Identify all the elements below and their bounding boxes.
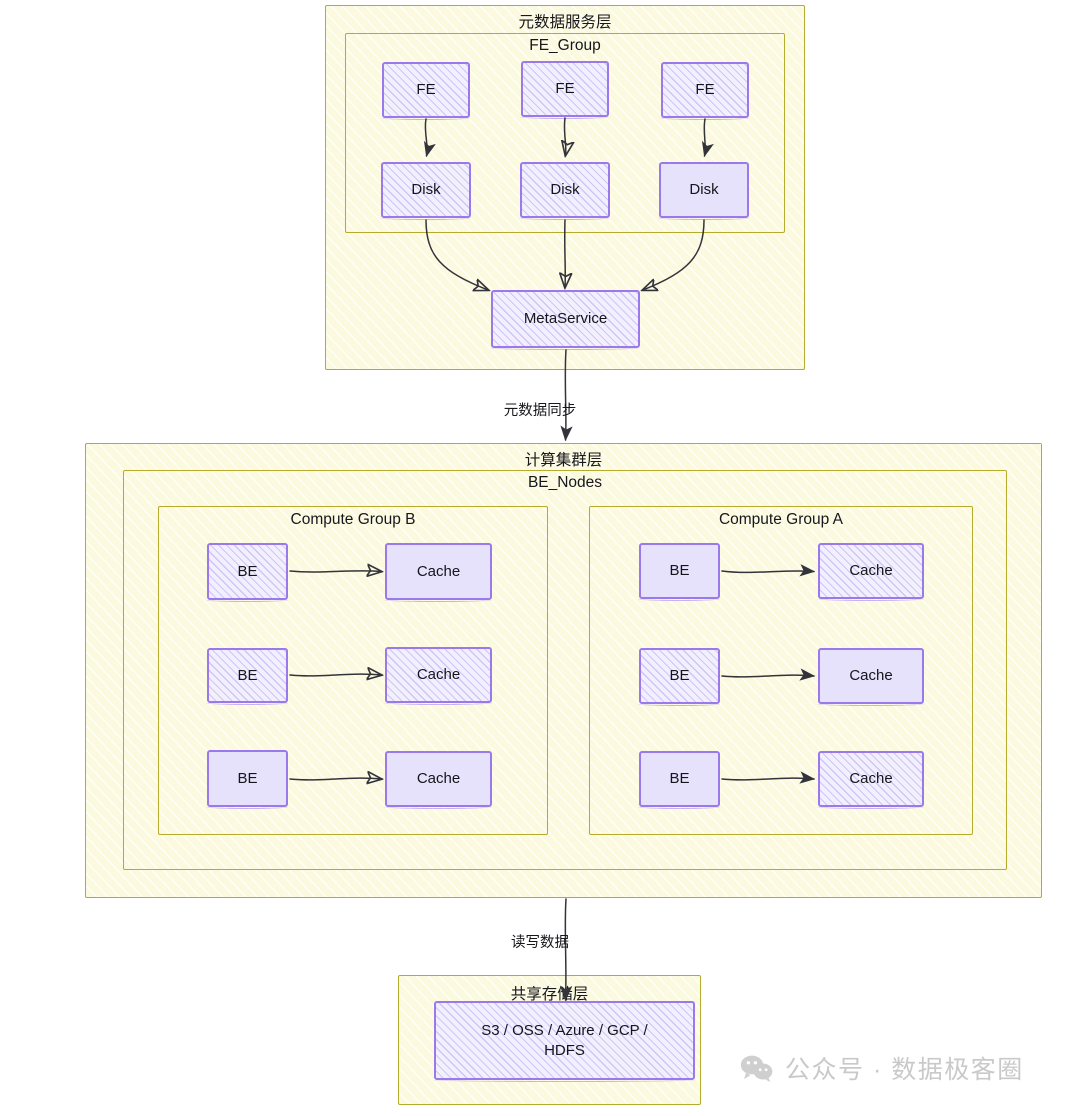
node-a-be-3-label: BE xyxy=(669,770,690,788)
node-fe-1-label: FE xyxy=(416,81,436,99)
node-b-cache-1-label: Cache xyxy=(416,562,461,580)
watermark-text: 公众号 · 数据极客圈 xyxy=(785,1056,1024,1084)
edge-label-read-write-data: 读写数据 xyxy=(511,935,569,951)
node-meta-service-label: MetaService xyxy=(523,310,608,328)
node-disk-3[interactable]: Disk xyxy=(658,162,749,220)
node-fe-3[interactable]: FE xyxy=(660,62,749,120)
node-meta-service[interactable]: MetaService xyxy=(490,290,640,350)
edge-label-metadata-sync: 元数据同步 xyxy=(503,403,577,419)
node-a-be-1[interactable]: BE xyxy=(638,543,720,601)
node-fe-1[interactable]: FE xyxy=(381,62,470,120)
node-disk-1-label: Disk xyxy=(411,181,441,199)
node-b-cache-3-label: Cache xyxy=(416,770,461,788)
node-object-storage-label-line1: S3 / OSS / Azure / GCP / xyxy=(481,1021,648,1039)
node-a-cache-3[interactable]: Cache xyxy=(817,751,924,809)
node-object-storage[interactable]: S3 / OSS / Azure / GCP / HDFS xyxy=(433,1001,695,1082)
node-b-be-3-label: BE xyxy=(237,769,258,787)
node-disk-1[interactable]: Disk xyxy=(380,162,471,220)
node-a-be-1-label: BE xyxy=(669,562,690,580)
label-be-nodes: BE_Nodes xyxy=(527,474,603,491)
label-fe-group: FE_Group xyxy=(529,37,601,54)
node-b-be-1[interactable]: BE xyxy=(206,543,288,602)
node-a-cache-1-label: Cache xyxy=(849,562,893,580)
label-compute-cluster-layer: 计算集群层 xyxy=(524,452,603,469)
node-b-cache-2[interactable]: Cache xyxy=(384,647,492,705)
node-a-be-3[interactable]: BE xyxy=(638,751,720,809)
node-a-cache-3-label: Cache xyxy=(849,770,893,788)
node-a-cache-1[interactable]: Cache xyxy=(817,543,924,601)
label-compute-group-b: Compute Group B xyxy=(290,511,416,528)
node-disk-3-label: Disk xyxy=(689,181,719,199)
node-b-be-2-label: BE xyxy=(237,666,258,684)
node-b-be-1-label: BE xyxy=(237,562,258,580)
wechat-icon xyxy=(740,1055,773,1082)
node-fe-2-label: FE xyxy=(555,80,575,98)
node-b-cache-3[interactable]: Cache xyxy=(384,751,492,809)
node-a-cache-2-label: Cache xyxy=(849,667,893,685)
node-a-be-2-label: BE xyxy=(669,667,690,685)
node-object-storage-label-line2: HDFS xyxy=(544,1041,585,1059)
node-a-be-2[interactable]: BE xyxy=(638,648,720,706)
node-disk-2[interactable]: Disk xyxy=(519,162,610,220)
label-shared-storage-layer: 共享存储层 xyxy=(510,986,589,1003)
node-b-cache-2-label: Cache xyxy=(416,666,461,684)
watermark: 公众号 · 数据极客圈 xyxy=(740,1050,1024,1086)
node-fe-2[interactable]: FE xyxy=(520,61,609,119)
node-a-cache-2[interactable]: Cache xyxy=(817,648,924,706)
node-b-be-2[interactable]: BE xyxy=(206,648,288,705)
node-fe-3-label: FE xyxy=(695,81,715,99)
node-disk-2-label: Disk xyxy=(550,181,580,199)
node-b-be-3[interactable]: BE xyxy=(206,750,288,809)
label-compute-group-a: Compute Group A xyxy=(718,511,844,528)
node-b-cache-1[interactable]: Cache xyxy=(384,543,492,602)
label-metadata-service-layer: 元数据服务层 xyxy=(518,14,612,31)
